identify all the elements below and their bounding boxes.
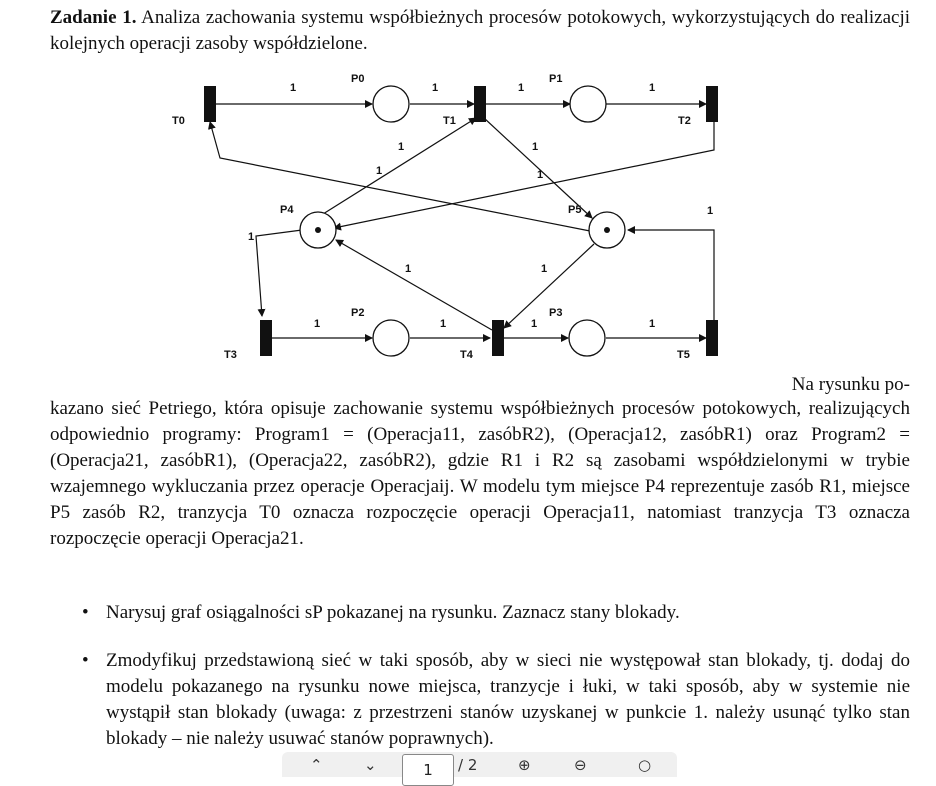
- label-T5: T5: [677, 349, 690, 361]
- transition-T5: [706, 320, 718, 356]
- label-P5: P5: [568, 204, 581, 216]
- weight-P5-T0: 1: [376, 165, 382, 177]
- transition-T1: [474, 86, 486, 122]
- task-title: Analiza zachowania systemu współbieżnych…: [50, 7, 911, 54]
- task-label: Zadanie 1.: [50, 7, 137, 28]
- label-T2: T2: [678, 115, 691, 127]
- place-P0: [372, 85, 410, 123]
- weight-P4-T1: 1: [398, 141, 404, 153]
- arc-T1-P5: [483, 117, 593, 219]
- label-P3: P3: [549, 307, 562, 319]
- bullet-text-1: Narysuj graf osiągalności sP pokazanej n…: [106, 602, 680, 623]
- down-icon[interactable]: ⌄: [364, 756, 377, 774]
- weight-P3-T5: 1: [649, 318, 655, 330]
- label-P0: P0: [351, 73, 364, 85]
- weight-P4-T3: 1: [248, 231, 254, 243]
- description-paragraph: kazano sieć Petriego, która opisuje zach…: [50, 398, 910, 549]
- page-number-input[interactable]: 1: [402, 754, 454, 786]
- label-T1: T1: [443, 115, 456, 127]
- bullet-list-1: • Narysuj graf osiągalności sP pokazanej …: [50, 600, 910, 626]
- arc-P5-T0: [208, 121, 591, 232]
- paragraph-first-fragment: Na rysunku po-: [791, 374, 910, 395]
- place-P1: [569, 85, 607, 123]
- weight-T0-P0: 1: [290, 82, 296, 94]
- zoom-out-icon[interactable]: ⊖: [574, 756, 587, 774]
- weight-T5-P5: 1: [707, 205, 713, 217]
- arc-T5-P5: [627, 226, 715, 320]
- bullet-dot: •: [82, 650, 89, 671]
- label-T4: T4: [460, 349, 474, 361]
- bullet-dot: •: [82, 602, 89, 623]
- petri-net-figure: T0 T1 T2 T3 T4 T5 P0 P1 P2 P3 P4 P5 1 1 …: [172, 73, 718, 361]
- bullet-item-1: • Narysuj graf osiągalności sP pokazanej …: [50, 600, 910, 626]
- label-P2: P2: [351, 307, 364, 319]
- rotate-icon[interactable]: ○: [638, 756, 652, 774]
- bullet-list-2: • Zmodyfikuj przedstawioną sieć w taki sp…: [50, 648, 910, 752]
- task-heading: Zadanie 1. Analiza zachowania systemu ws…: [50, 5, 910, 57]
- arc-P4-T1: [322, 117, 477, 215]
- weight-P2-T4: 1: [440, 318, 446, 330]
- arc-T4-P4: [335, 239, 493, 331]
- weight-P5-T4: 1: [541, 263, 547, 275]
- bullet-item-2: • Zmodyfikuj przedstawioną sieć w taki sp…: [50, 648, 910, 752]
- transition-T3: [260, 320, 272, 356]
- arc-P5-T4: [503, 243, 595, 329]
- bullet-text-2: Zmodyfikuj przedstawioną sieć w taki spo…: [106, 650, 910, 749]
- arc-T2-P4: [333, 122, 715, 231]
- arc-P4-T3: [255, 229, 303, 317]
- weight-T1-P1: 1: [518, 82, 524, 94]
- label-P4: P4: [280, 204, 294, 216]
- place-P3: [568, 319, 606, 357]
- weight-T4-P4: 1: [405, 263, 411, 275]
- label-T0: T0: [172, 115, 185, 127]
- transition-T2: [706, 86, 718, 122]
- label-T3: T3: [224, 349, 237, 361]
- weight-T3-P2: 1: [314, 318, 320, 330]
- place-P2: [372, 319, 410, 357]
- weight-T4-P3: 1: [531, 318, 537, 330]
- page-total: / 2: [458, 756, 478, 774]
- weight-P1-T2: 1: [649, 82, 655, 94]
- token-P4: [315, 227, 321, 233]
- label-P1: P1: [549, 73, 562, 85]
- transition-T0: [204, 86, 216, 122]
- token-P5: [604, 227, 610, 233]
- weight-T1-P5a: 1: [532, 141, 538, 153]
- weight-P0-T1: 1: [432, 82, 438, 94]
- zoom-in-icon[interactable]: ⊕: [518, 756, 531, 774]
- weight-T2-P4: 1: [537, 169, 543, 181]
- transition-T4: [492, 320, 504, 356]
- up-icon[interactable]: ⌃: [310, 756, 323, 774]
- pdf-viewer-toolbar: ⌃ ⌄ 1 / 2 ⊕ ⊖ ○: [282, 752, 677, 786]
